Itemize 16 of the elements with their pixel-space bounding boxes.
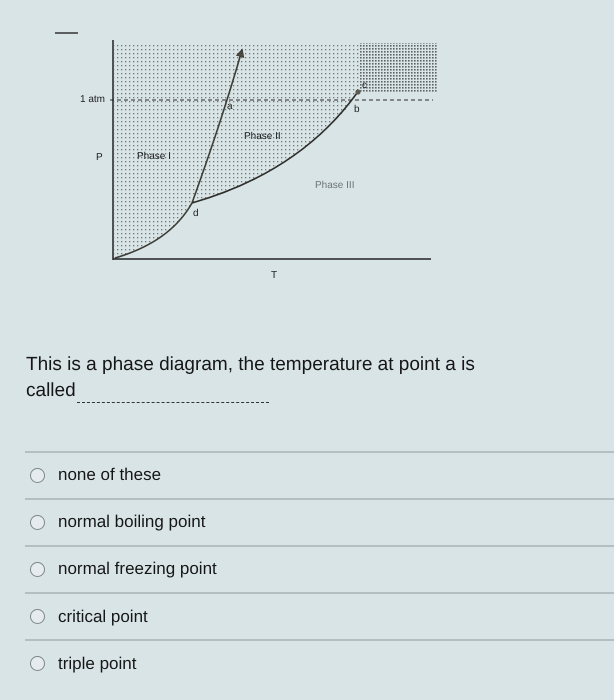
axis-label: P <box>96 153 103 163</box>
question-text: This is a phase diagram, the temperature at point a is called <box>26 354 475 401</box>
point-label: c <box>362 81 367 91</box>
point-label: b <box>354 105 360 115</box>
axis-label: T <box>271 271 278 281</box>
axis-label: 1 atm <box>80 95 106 105</box>
option-text: critical point <box>58 606 148 627</box>
option-text: normal boiling point <box>58 512 206 532</box>
point-label: d <box>193 209 199 219</box>
option-text: none of these <box>58 465 162 485</box>
region-label: Phase I <box>137 152 171 162</box>
region-label: Phase II <box>244 132 281 142</box>
option-text: normal freezing point <box>58 559 217 580</box>
region-label: Phase III <box>315 181 354 191</box>
point-label: a <box>227 102 233 112</box>
option-text: triple point <box>58 654 136 674</box>
